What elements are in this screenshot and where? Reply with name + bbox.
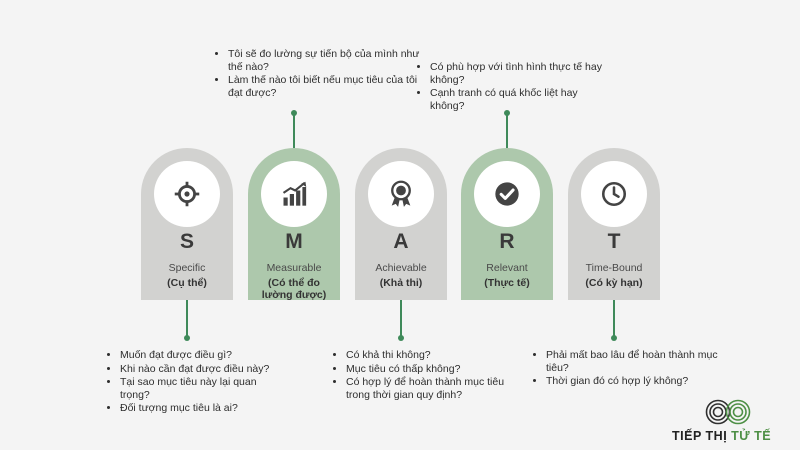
icon-circle xyxy=(581,161,647,227)
connector-dot-m xyxy=(290,110,297,116)
list-item: Muốn đạt được điều gì? xyxy=(120,349,288,362)
target-icon xyxy=(174,181,200,207)
connector-dot-a xyxy=(397,335,404,341)
list-item: Phải mất bao lâu để hoàn thành mục tiêu? xyxy=(546,349,736,374)
check-circle-icon xyxy=(495,182,519,206)
icon-circle xyxy=(368,161,434,227)
brand-name: TIẾP THỊ TỬ TẾ xyxy=(672,429,771,443)
card-time-bound: T Time-Bound (Có kỳ hạn) xyxy=(568,148,660,300)
bar-chart-icon xyxy=(282,181,307,206)
card-achievable: A Achievable (Khả thi) xyxy=(355,148,447,300)
connector-line-s xyxy=(186,300,188,338)
list-item: Có phù hợp với tình hình thực tế hay khô… xyxy=(430,61,610,86)
bullets-relevant: Có phù hợp với tình hình thực tế hay khô… xyxy=(414,61,610,113)
bullets-time-bound: Phải mất bao lâu để hoàn thành mục tiêu?… xyxy=(530,349,736,389)
list-item: Thời gian đó có hợp lý không? xyxy=(546,375,736,388)
card-name: Achievable xyxy=(375,262,427,274)
icon-circle xyxy=(154,161,220,227)
brand-name-part1: TIẾP THỊ xyxy=(672,429,732,443)
card-vietnamese: (Có thể đo lường được) xyxy=(261,277,327,301)
card-letter: A xyxy=(393,230,409,253)
connector-line-r xyxy=(506,113,508,148)
bullets-achievable: Có khả thi không? Mục tiêu có thấp không… xyxy=(330,349,526,402)
list-item: Đối tượng mục tiêu là ai? xyxy=(120,402,288,415)
list-item: Có khả thi không? xyxy=(346,349,526,362)
card-vietnamese: (Khả thi) xyxy=(379,277,423,289)
card-vietnamese: (Cụ thể) xyxy=(167,277,207,289)
list-item: Khi nào cần đạt được điều này? xyxy=(120,363,288,376)
connector-line-a xyxy=(400,300,402,338)
card-letter: M xyxy=(285,230,303,253)
card-name: Measurable xyxy=(266,262,322,274)
brand-logo-icon xyxy=(705,399,751,425)
list-item: Cạnh tranh có quá khốc liệt hay không? xyxy=(430,87,610,112)
connector-dot-s xyxy=(183,335,190,341)
connector-dot-t xyxy=(610,335,617,341)
card-name: Relevant xyxy=(486,262,528,274)
list-item: Mục tiêu có thấp không? xyxy=(346,363,526,376)
list-item: Làm thế nào tôi biết nếu mục tiêu của tô… xyxy=(228,74,428,99)
card-letter: S xyxy=(179,230,194,253)
clock-icon xyxy=(601,181,627,207)
brand-name-part2: TỬ TẾ xyxy=(731,429,772,443)
connector-line-t xyxy=(613,300,615,338)
card-vietnamese: (Thực tế) xyxy=(484,277,530,289)
card-specific: S Specific (Cụ thể) xyxy=(141,148,233,300)
list-item: Có hợp lý để hoàn thành mục tiêu trong t… xyxy=(346,376,526,401)
card-measurable: M Measurable (Có thể đo lường được) xyxy=(248,148,340,301)
card-name: Time-Bound xyxy=(585,262,643,274)
award-ribbon-icon xyxy=(391,180,411,207)
card-relevant: R Relevant (Thực tế) xyxy=(461,148,553,300)
list-item: Tôi sẽ đo lường sự tiến bộ của mình như … xyxy=(228,48,428,73)
bullets-specific: Muốn đạt được điều gì? Khi nào cần đạt đ… xyxy=(104,349,288,416)
card-letter: T xyxy=(607,230,621,253)
list-item: Tại sao mục tiêu này lại quan trọng? xyxy=(120,376,288,401)
bullets-measurable: Tôi sẽ đo lường sự tiến bộ của mình như … xyxy=(212,48,428,100)
card-name: Specific xyxy=(168,262,206,274)
card-vietnamese: (Có kỳ hạn) xyxy=(585,277,643,289)
connector-dot-r xyxy=(503,110,510,116)
icon-circle xyxy=(261,161,327,227)
card-letter: R xyxy=(499,230,515,253)
icon-circle xyxy=(474,161,540,227)
connector-line-m xyxy=(293,113,295,148)
